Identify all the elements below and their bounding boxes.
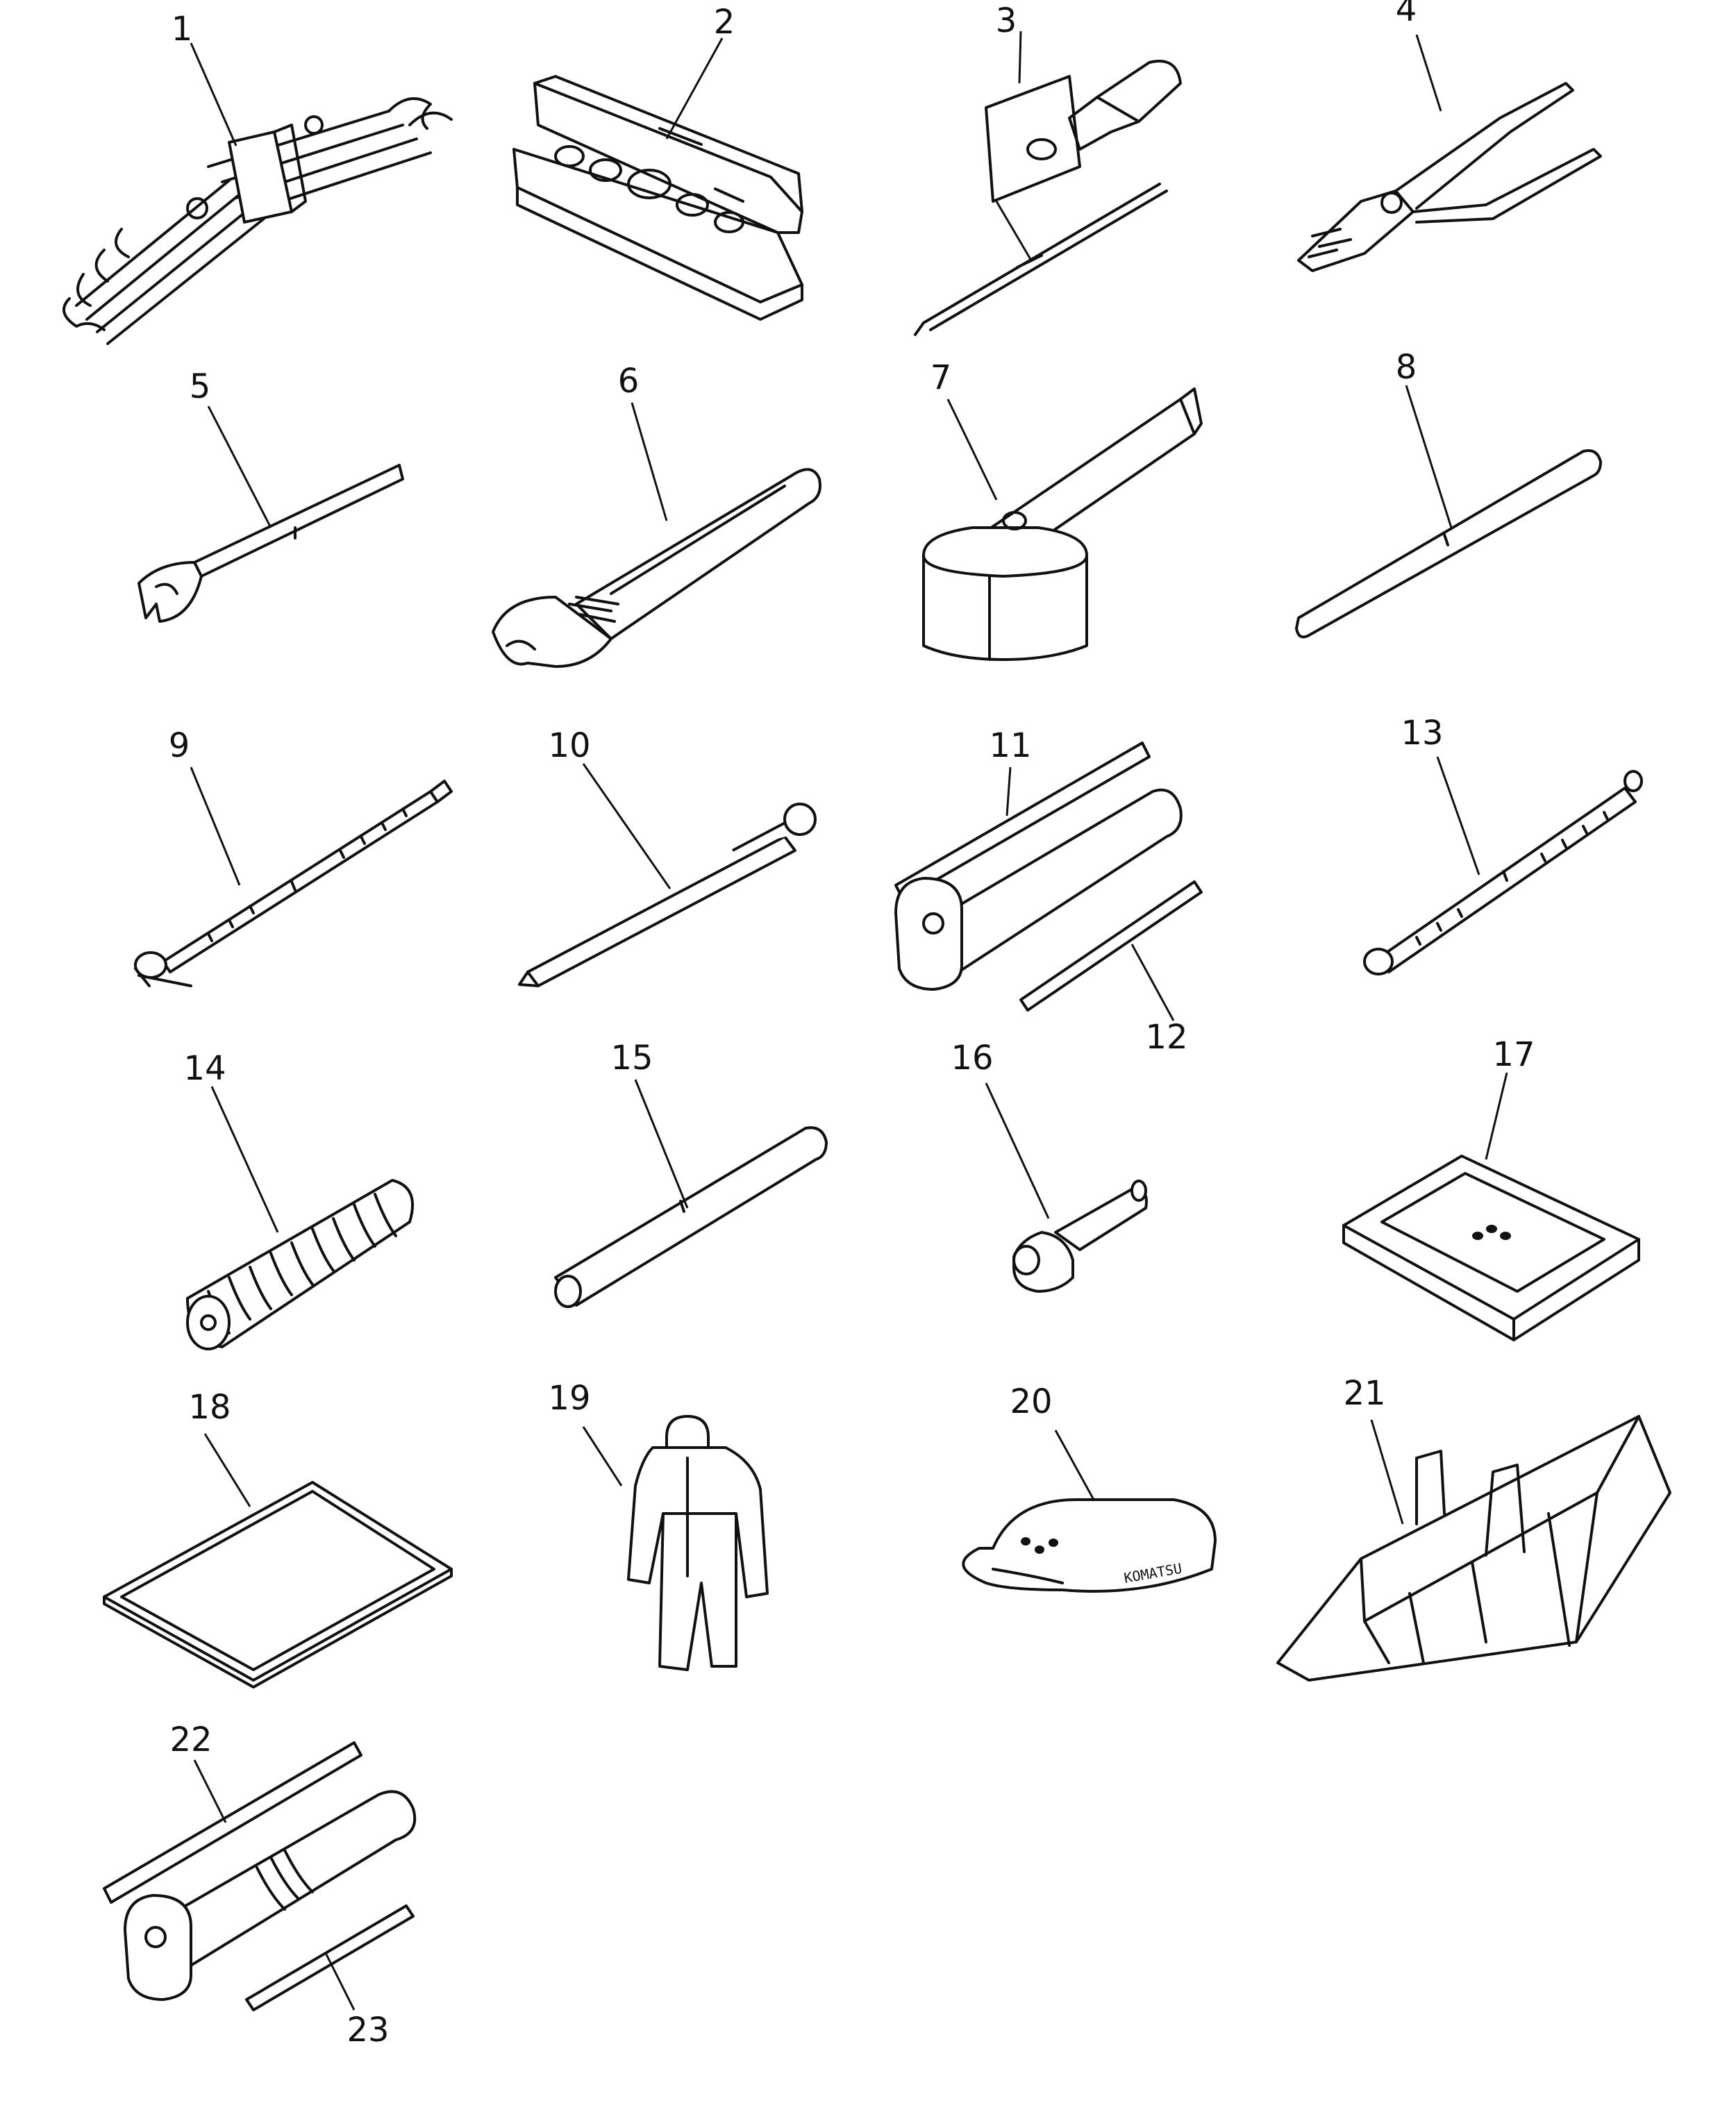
torque-wrench-icon	[134, 780, 453, 987]
callout-label-10: 10	[548, 726, 590, 765]
leader-line-1	[190, 42, 237, 146]
callout-label-19: 19	[548, 1379, 590, 1418]
nozzle-pipe-icon-2	[245, 1904, 415, 2011]
callout-label-12: 12	[1145, 1018, 1187, 1057]
leader-line-2	[665, 37, 724, 140]
leader-line-7	[946, 399, 998, 501]
callout-label-5: 5	[190, 367, 211, 406]
leader-line-18	[203, 1433, 251, 1507]
spanner-icon	[137, 464, 404, 623]
leader-line-5	[207, 405, 272, 528]
bar-icon	[1295, 449, 1602, 639]
grease-gun-icon-2	[103, 1741, 417, 2001]
callout-label-18: 18	[188, 1388, 231, 1427]
leader-line-22	[193, 1759, 227, 1823]
callout-label-1: 1	[172, 10, 193, 49]
cap-icon: KOMATSU	[962, 1498, 1217, 1593]
callout-label-14: 14	[183, 1049, 226, 1088]
callout-label-17: 17	[1492, 1035, 1535, 1074]
leader-line-3	[1018, 31, 1022, 84]
callout-label-4: 4	[1396, 0, 1417, 29]
screwdriver-icon	[914, 60, 1182, 336]
callout-label-3: 3	[996, 1, 1017, 40]
coverall-icon	[627, 1415, 769, 1671]
leader-line-8	[1405, 385, 1453, 528]
leader-line-9	[190, 766, 241, 886]
leader-line-13	[1436, 756, 1480, 875]
callout-label-11: 11	[989, 726, 1031, 765]
callout-label-21: 21	[1343, 1374, 1385, 1413]
extension-bar-icon	[1363, 770, 1643, 975]
callout-label-20: 20	[1010, 1382, 1052, 1421]
callout-label-7: 7	[930, 358, 952, 397]
callout-label-23: 23	[347, 2011, 389, 2050]
callout-label-22: 22	[169, 1720, 212, 1759]
callout-label-2: 2	[714, 3, 735, 42]
callout-label-8: 8	[1396, 348, 1417, 387]
leader-line-14	[210, 1086, 279, 1233]
wrench-set-icon	[62, 97, 453, 345]
coil-spring-icon	[186, 1179, 415, 1350]
nozzle-pipe-icon	[1019, 880, 1203, 1012]
leader-line-19	[582, 1426, 623, 1486]
leader-line-23	[325, 1954, 356, 2011]
tool-bag-icon	[1276, 1415, 1671, 1682]
callout-label-15: 15	[610, 1039, 653, 1078]
tire-gauge-icon	[518, 803, 817, 987]
adapter-icon	[1012, 1180, 1148, 1293]
leader-line-3b	[995, 201, 1033, 261]
filter-wrench-icon	[922, 387, 1203, 661]
pliers-icon	[1297, 82, 1602, 272]
leader-line-11	[1005, 766, 1012, 816]
manual-icon	[103, 1481, 453, 1689]
leader-line-17	[1485, 1072, 1508, 1160]
leader-line-4	[1415, 34, 1442, 112]
leader-line-10	[582, 763, 671, 889]
leader-line-6	[631, 402, 668, 521]
case-icon	[1342, 1155, 1640, 1341]
callout-label-6: 6	[618, 362, 640, 401]
leader-line-15	[634, 1079, 689, 1209]
callout-label-13: 13	[1401, 714, 1443, 753]
adjustable-wrench-icon	[492, 468, 821, 668]
callout-label-16: 16	[951, 1039, 993, 1078]
socket-case-icon	[512, 75, 803, 321]
leader-line-21	[1370, 1419, 1404, 1525]
leader-line-12	[1130, 944, 1175, 1021]
leader-line-20	[1054, 1430, 1095, 1500]
grease-gun-icon	[894, 742, 1183, 991]
pipe-icon	[554, 1126, 828, 1308]
callout-label-9: 9	[169, 726, 190, 765]
leader-line-16	[985, 1082, 1050, 1219]
